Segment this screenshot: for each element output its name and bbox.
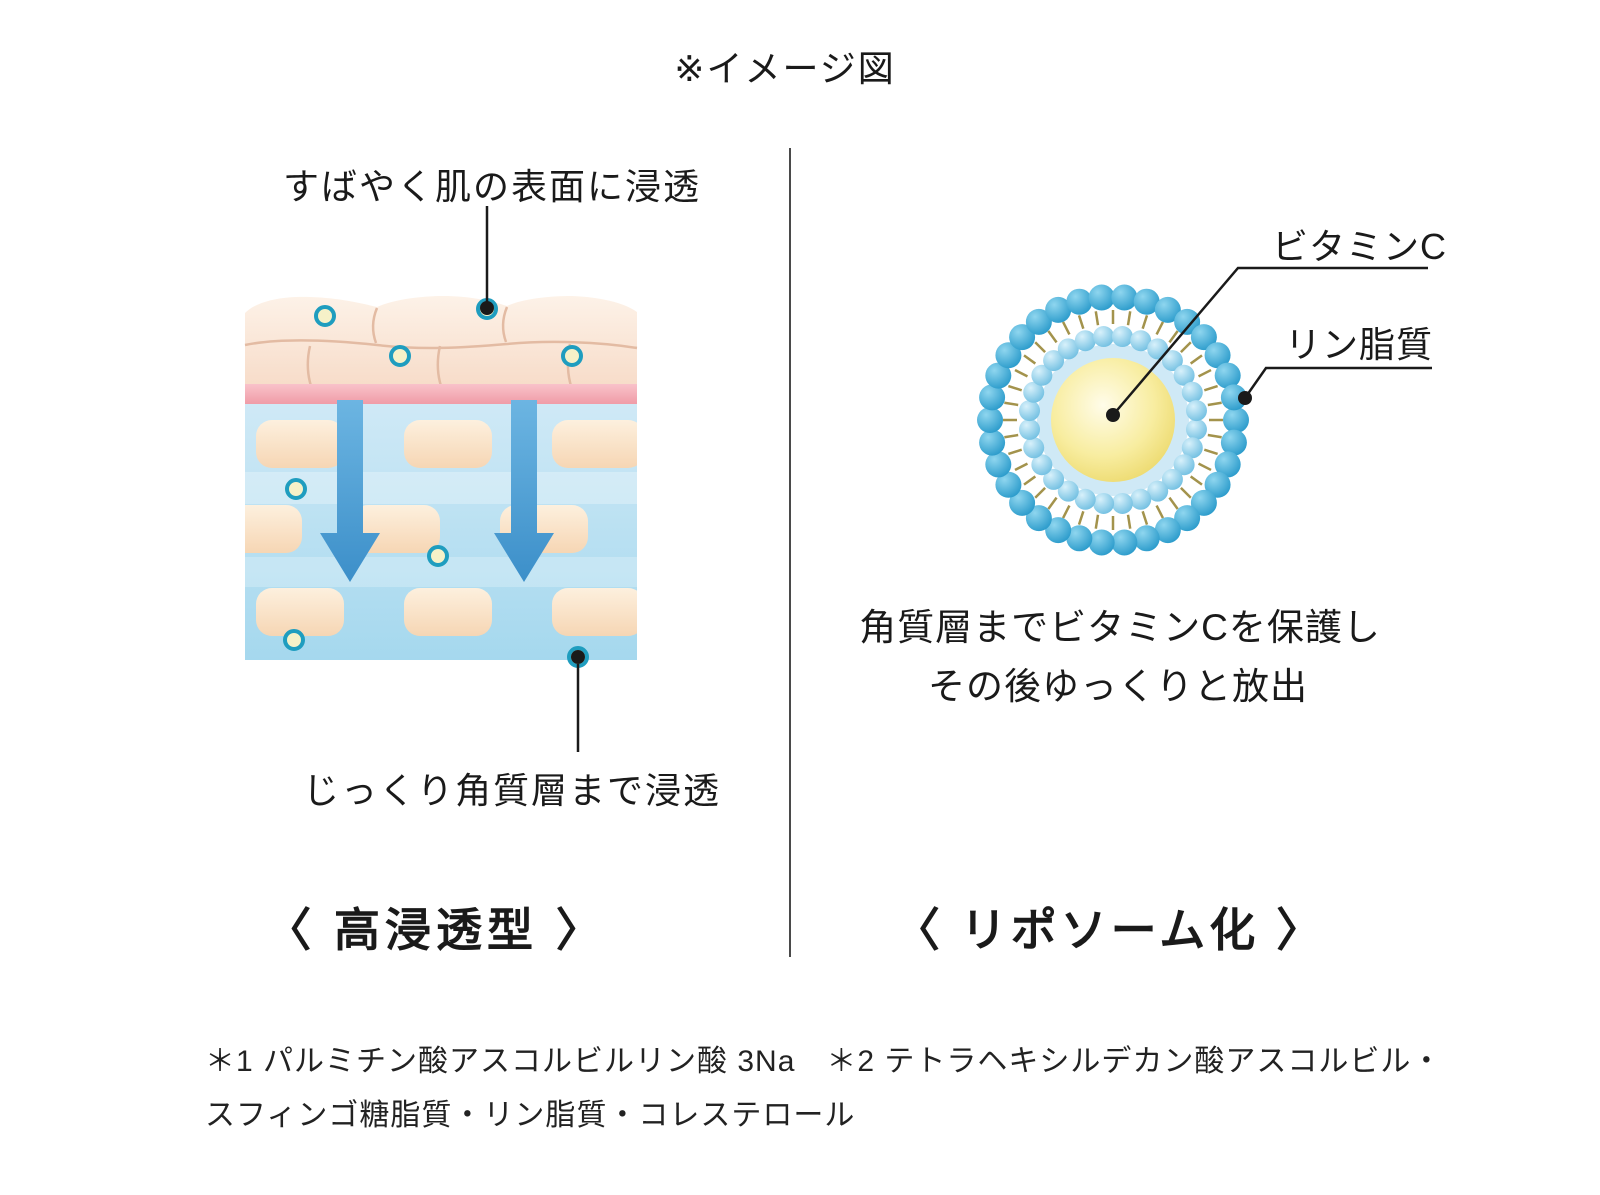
label-phospholipid: リン脂質 — [1285, 324, 1434, 365]
pointer-dots — [480, 301, 1252, 664]
liposome-lipid-tails — [1003, 310, 1223, 530]
label-vitamin-c: ビタミンC — [1272, 226, 1447, 267]
footnote-line2: スフィンゴ糖脂質・リン脂質・コレステロール — [205, 1099, 856, 1132]
skin-pink-band — [245, 384, 637, 405]
pointer-lines — [485, 206, 1432, 752]
liposome-inner-beads — [1019, 326, 1207, 514]
skin-surface — [245, 296, 637, 386]
right-description-line1: 角質層までビタミンCを保護し — [859, 607, 1381, 648]
left-label-stratum-penetration: じっくり角質層まで浸透 — [302, 770, 722, 811]
left-label-surface-penetration: すばやく肌の表面に浸透 — [282, 166, 702, 207]
skin-texture-lines — [244, 306, 638, 387]
liposome-outer-beads — [977, 284, 1249, 556]
image-note: ※イメージ図 — [674, 48, 896, 89]
right-section-title: 〈 リポソーム化 〉 — [893, 904, 1327, 956]
skin-cells — [245, 420, 637, 636]
footnote-line1: ＊1 パルミチン酸アスコルビルリン酸 3Na ＊2 テトラヘキシルデカン酸アスコ… — [205, 1045, 1443, 1078]
penetration-arrows — [320, 400, 554, 582]
left-section-title: 〈 高浸透型 〉 — [265, 904, 607, 956]
right-description-line2: その後ゆっくりと放出 — [928, 666, 1308, 707]
skin-illustration — [244, 296, 638, 668]
